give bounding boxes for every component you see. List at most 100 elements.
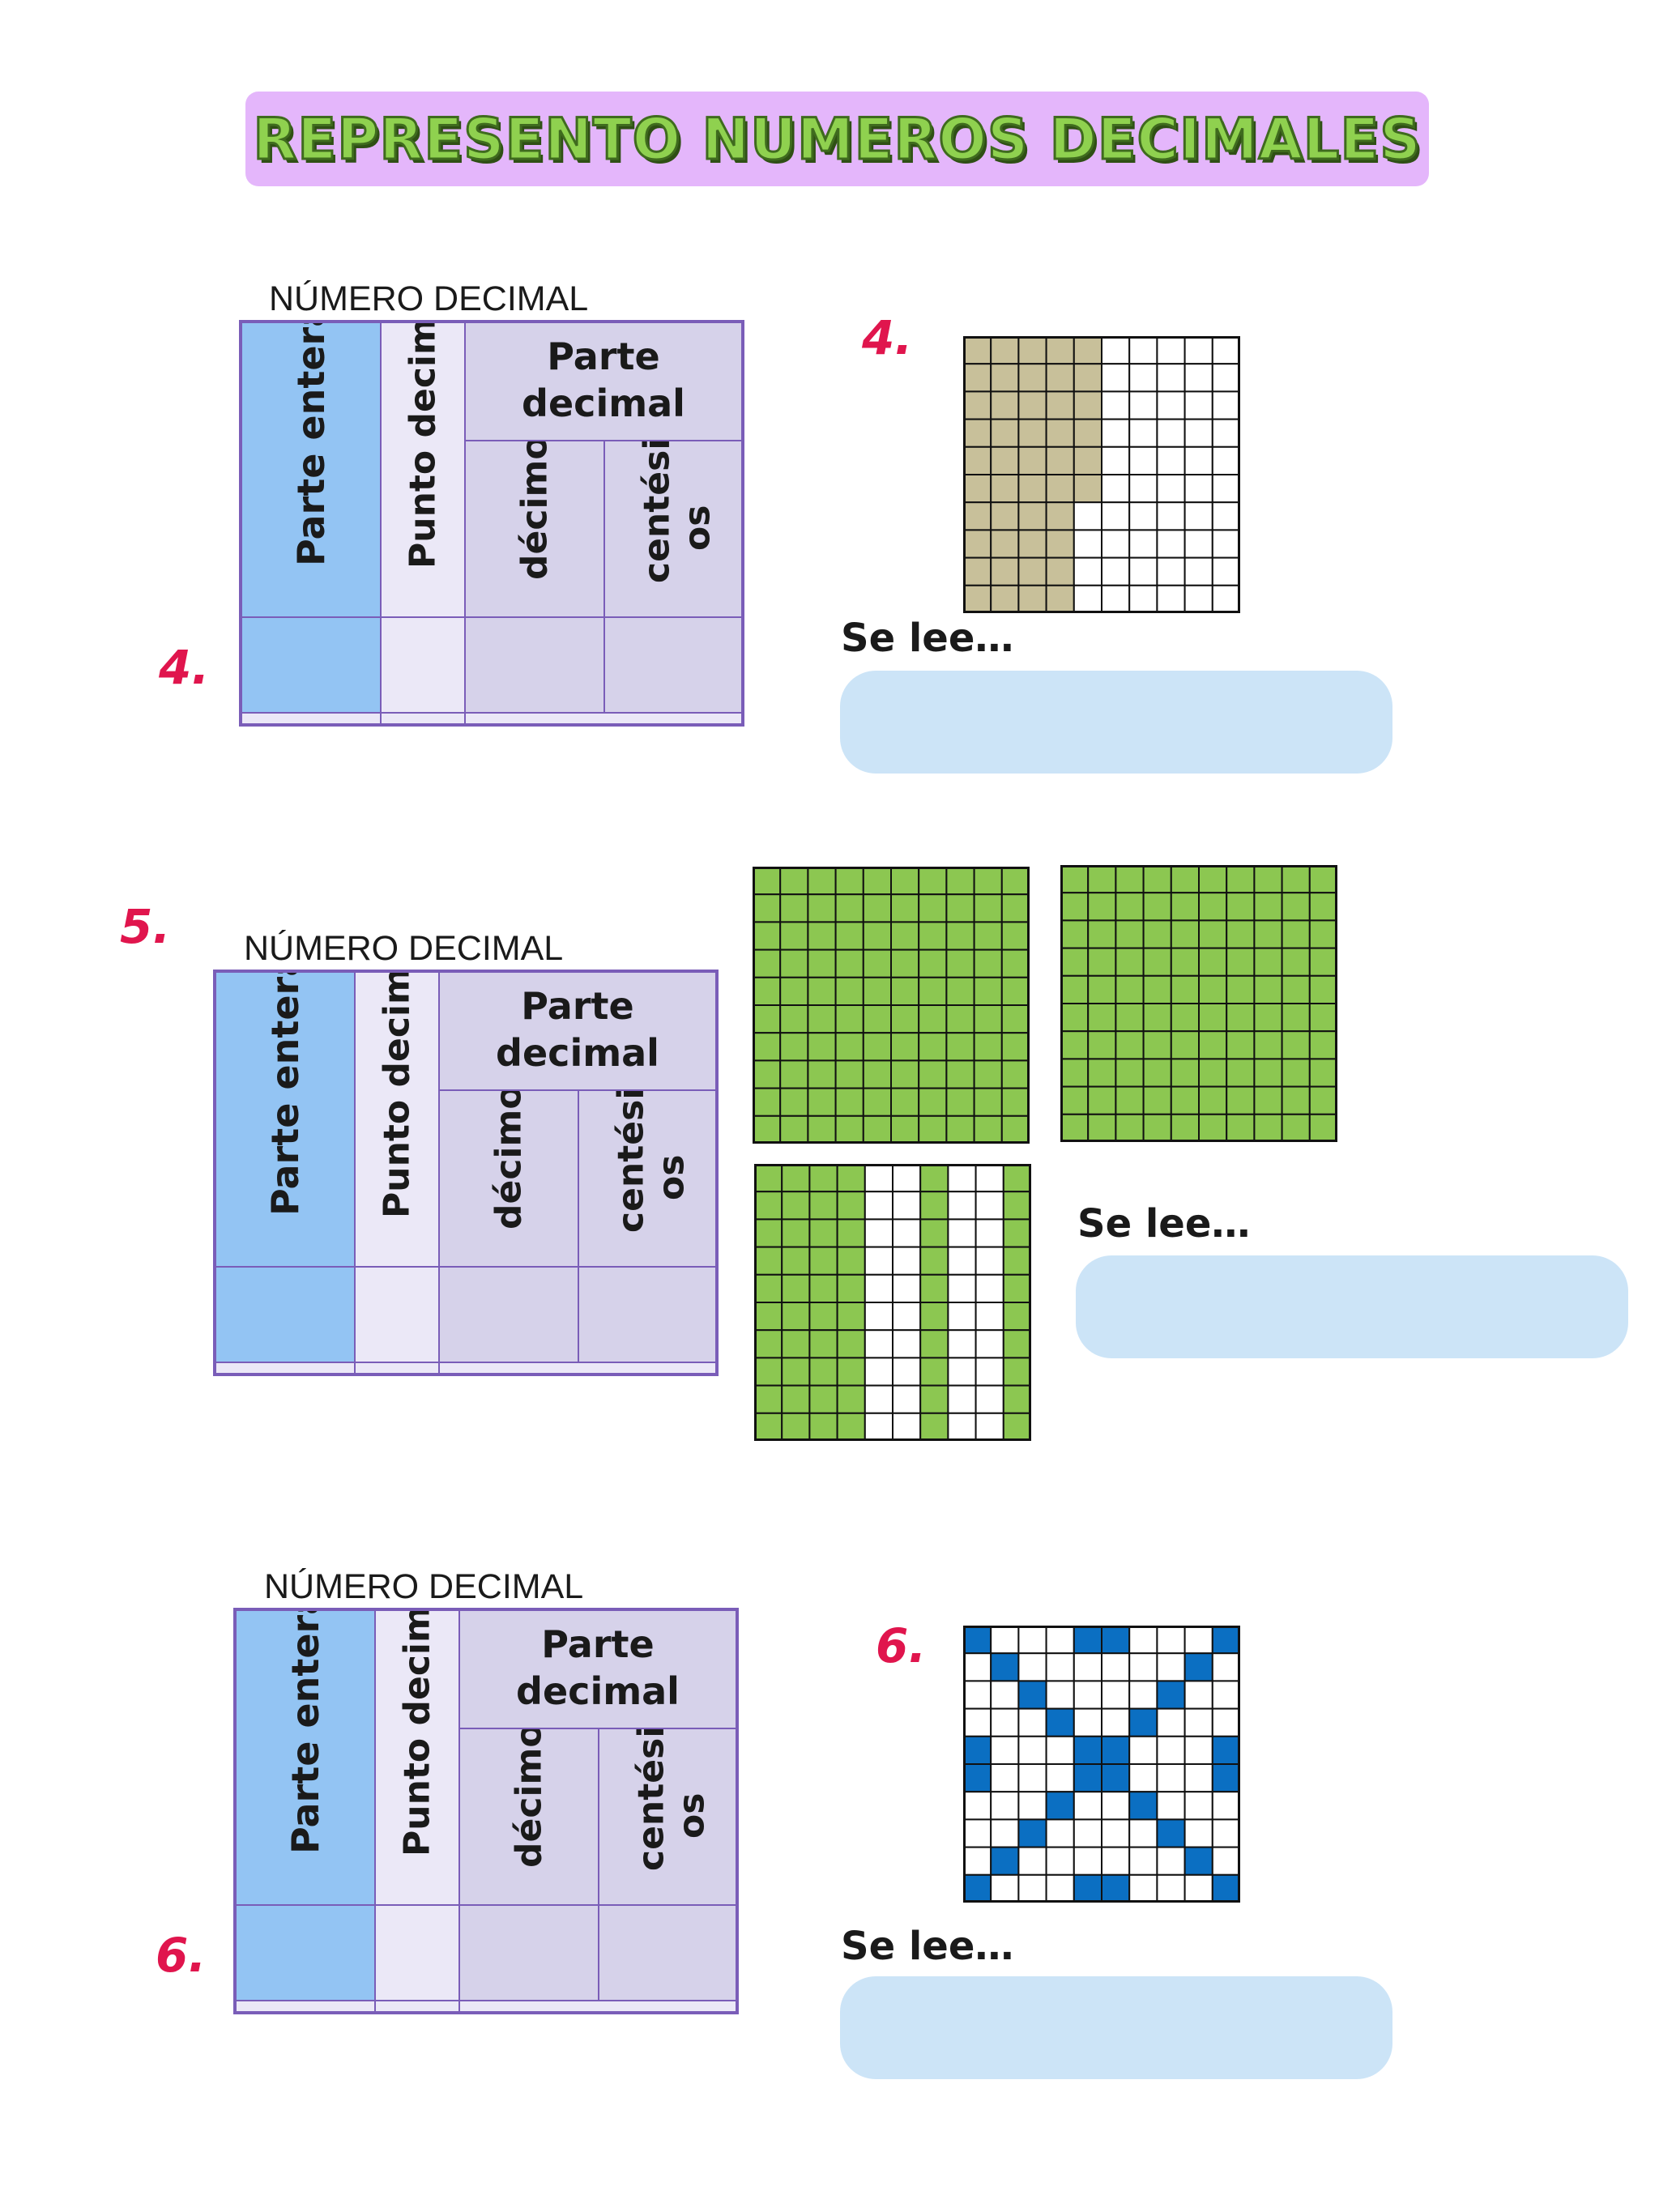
- grid-cell-shaded: [862, 1059, 893, 1089]
- grid-cell-shaded: [862, 1115, 893, 1144]
- grid-cell: [1211, 363, 1240, 393]
- grid-cell: [1183, 529, 1213, 559]
- grid-cell-shaded: [807, 948, 837, 978]
- grid-cell: [892, 1218, 922, 1248]
- grid-cell-shaded: [963, 390, 992, 420]
- decimal-point-answer[interactable]: [355, 1267, 439, 1362]
- grid-cell: [963, 1680, 992, 1710]
- grid-cell-shaded: [808, 1384, 838, 1414]
- grid-cell-shaded: [862, 867, 893, 896]
- integer-part-answer[interactable]: [215, 1267, 355, 1362]
- grid-cell-shaded: [919, 1302, 949, 1332]
- tenths-answer[interactable]: [439, 1267, 578, 1362]
- grid-cell-shaded: [834, 1059, 864, 1089]
- grid-cell-shaded: [1087, 865, 1117, 894]
- hundred-grid-svg: [754, 1164, 1031, 1441]
- reading-answer-box-5[interactable]: [1076, 1255, 1628, 1358]
- integer-part-answer[interactable]: [241, 617, 381, 713]
- grid-cell-shaded: [963, 529, 992, 559]
- grid-cell-shaded: [1170, 1030, 1201, 1060]
- integer-part-answer[interactable]: [236, 1905, 375, 2001]
- grid-cell-shaded: [1198, 1113, 1228, 1142]
- grid-cell-shaded: [1308, 865, 1337, 894]
- decimal-part-label-line1: Parte: [521, 984, 634, 1028]
- grid-cell-shaded: [963, 584, 992, 613]
- grid-cell: [1183, 1707, 1213, 1737]
- grid-cell-shaded: [753, 1032, 782, 1062]
- reading-answer-box-4[interactable]: [840, 671, 1392, 774]
- grid-cell: [864, 1246, 894, 1276]
- grid-cell: [1183, 390, 1213, 420]
- grid-cell: [1211, 556, 1240, 586]
- grid-cell-shaded: [945, 1087, 975, 1117]
- grid-cell-shaded: [1000, 921, 1030, 951]
- grid-cell-shaded: [890, 867, 920, 896]
- grid-cell: [1156, 1652, 1186, 1682]
- hundredths-answer[interactable]: [599, 1905, 736, 2001]
- grid-cell: [1101, 1652, 1131, 1682]
- grid-number-6: 6.: [876, 1618, 927, 1673]
- grid-cell-shaded: [1308, 919, 1337, 949]
- grid-cell-shaded: [1045, 418, 1075, 448]
- grid-cell: [963, 1707, 992, 1737]
- grid-cell-shaded: [1087, 1058, 1117, 1088]
- grid-cell-shaded: [781, 1164, 811, 1193]
- grid-cell-shaded: [753, 893, 782, 923]
- grid-cell-shaded: [836, 1191, 866, 1221]
- tenths-answer[interactable]: [459, 1905, 599, 2001]
- grid-cell-shaded: [862, 893, 893, 923]
- grid-cell-shaded: [753, 867, 782, 896]
- grid-cell: [1073, 1791, 1103, 1821]
- tenths-answer[interactable]: [465, 617, 604, 713]
- hundredths-answer[interactable]: [578, 1267, 716, 1362]
- grid-cell: [1156, 1791, 1186, 1821]
- grid-cell-shaded: [890, 921, 920, 951]
- grid-cell-shaded: [836, 1357, 866, 1387]
- grid-cell-shaded: [753, 1115, 782, 1144]
- grid-cell-shaded: [1170, 947, 1201, 977]
- grid-cell: [864, 1329, 894, 1359]
- grid-cell: [975, 1218, 1004, 1248]
- grid-cell-shaded: [1142, 919, 1172, 949]
- grid-cell: [1128, 418, 1158, 448]
- grid-cell-shaded: [890, 893, 920, 923]
- grid-cell-shaded: [1045, 474, 1075, 504]
- grid-cell-shaded: [1198, 1003, 1228, 1033]
- grid-cell-shaded: [1000, 1115, 1030, 1144]
- grid-cell-shaded: [990, 445, 1020, 476]
- grid-cell-shaded: [1017, 336, 1047, 365]
- grid-cell-shaded: [1087, 1085, 1117, 1115]
- grid-cell-shaded: [1115, 947, 1145, 977]
- grid-cell: [892, 1164, 922, 1193]
- grid-cell-shaded: [779, 1004, 809, 1034]
- grid-cell-shaded: [754, 1273, 783, 1304]
- grid-cell-shaded: [1101, 1873, 1131, 1903]
- hundredths-answer[interactable]: [604, 617, 742, 713]
- grid-cell-shaded: [753, 976, 782, 1007]
- grid-cell-shaded: [808, 1412, 838, 1441]
- grid-cell-shaded: [973, 1087, 1003, 1117]
- grid-cell: [1183, 556, 1213, 586]
- table-caption-4: NÚMERO DECIMAL: [269, 279, 589, 318]
- grid-cell-shaded: [1142, 1003, 1172, 1033]
- grid-cell: [1156, 1846, 1186, 1876]
- grid-cell-shaded: [919, 1273, 949, 1304]
- page-title: REPRESENTO NUMEROS DECIMALES: [252, 104, 1422, 173]
- decimal-point-answer[interactable]: [375, 1905, 459, 2001]
- grid-cell: [947, 1246, 977, 1276]
- grid-cell-shaded: [945, 893, 975, 923]
- grid-cell: [1128, 474, 1158, 504]
- hundredths-label-line1: centésim: [610, 1090, 652, 1233]
- decimal-point-answer[interactable]: [381, 617, 465, 713]
- grid-cell-shaded: [1142, 892, 1172, 922]
- grid-cell-shaded: [1281, 947, 1311, 977]
- grid-cell: [975, 1164, 1004, 1193]
- grid-cell-shaded: [1017, 418, 1047, 448]
- grid-cell-shaded: [753, 1059, 782, 1089]
- tenths-label: décimos: [508, 1728, 550, 1868]
- grid-cell-shaded: [963, 445, 992, 476]
- grid-cell: [1017, 1735, 1047, 1766]
- reading-answer-box-6[interactable]: [840, 1976, 1392, 2079]
- hundred-grid-5b: [1060, 865, 1337, 1142]
